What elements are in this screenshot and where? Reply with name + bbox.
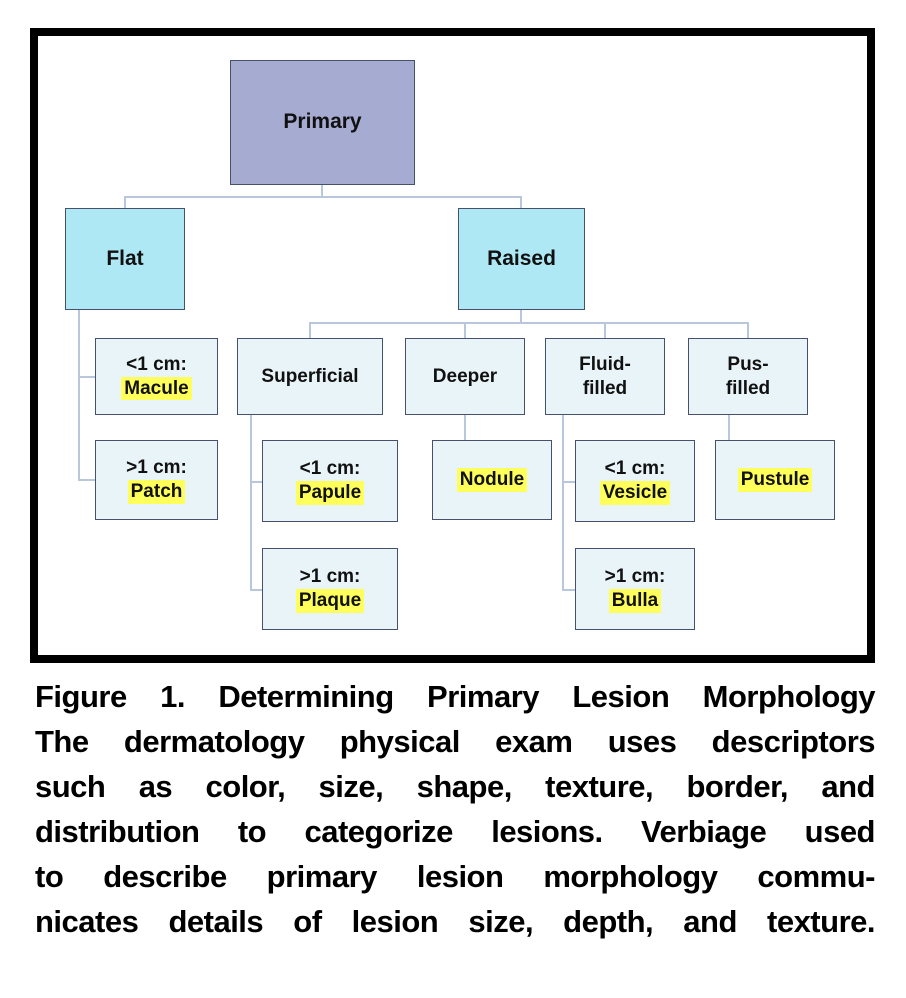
connector-pus-pustule bbox=[728, 415, 730, 440]
caption-line-1: Figure 1. Determining Primary Lesion Mor… bbox=[35, 679, 876, 714]
node-papule: <1 cm: Papule bbox=[262, 440, 398, 522]
caption-line-3: such as color, size, shape, texture, bor… bbox=[35, 769, 876, 804]
connector-level1-rail bbox=[125, 196, 522, 198]
node-flat: Flat bbox=[65, 208, 185, 310]
connector-papule-stub bbox=[250, 481, 264, 483]
caption-line-4: distribution to categorize lesions. Verb… bbox=[35, 814, 876, 849]
connector-fluid-drop bbox=[604, 322, 606, 338]
node-pustule-term: Pustule bbox=[737, 468, 813, 492]
diagram-frame: Primary Flat Raised <1 cm: Macule Superf… bbox=[30, 28, 875, 663]
node-papule-term: Papule bbox=[295, 481, 365, 505]
node-raised: Raised bbox=[458, 208, 585, 310]
node-nodule: Nodule bbox=[432, 440, 552, 520]
node-flat-label: Flat bbox=[106, 246, 144, 270]
connector-superficial-drop bbox=[309, 322, 311, 338]
connector-vesicle-stub bbox=[562, 481, 577, 483]
node-primary-label: Primary bbox=[283, 110, 362, 134]
node-deeper: Deeper bbox=[405, 338, 525, 415]
connector-raised-drop bbox=[520, 196, 522, 208]
connector-deeper-drop bbox=[464, 322, 466, 338]
node-pustule: Pustule bbox=[715, 440, 835, 520]
node-plaque-term: Plaque bbox=[295, 589, 365, 613]
connector-patch-stub bbox=[78, 479, 97, 481]
node-macule: <1 cm: Macule bbox=[95, 338, 218, 415]
connector-plaque-stub bbox=[250, 589, 264, 591]
node-pus-line2: filled bbox=[725, 377, 771, 399]
node-fluid-line2: filled bbox=[582, 377, 628, 399]
node-raised-label: Raised bbox=[487, 246, 556, 270]
caption-line-5: to describe primary lesion morphology co… bbox=[35, 859, 876, 894]
node-papule-size: <1 cm: bbox=[299, 458, 361, 480]
connector-bulla-stub bbox=[562, 589, 577, 591]
node-plaque-size: >1 cm: bbox=[299, 566, 361, 588]
node-patch-term: Patch bbox=[127, 480, 186, 504]
connector-pus-drop bbox=[747, 322, 749, 338]
node-vesicle-size: <1 cm: bbox=[604, 458, 666, 480]
node-primary: Primary bbox=[230, 60, 415, 185]
connector-macule-stub bbox=[78, 376, 97, 378]
node-pus-filled: Pus- filled bbox=[688, 338, 808, 415]
connector-level2-rail bbox=[309, 322, 749, 324]
node-bulla: >1 cm: Bulla bbox=[575, 548, 695, 630]
connector-flat-rail bbox=[78, 310, 80, 481]
lesion-morphology-tree: Primary Flat Raised <1 cm: Macule Superf… bbox=[38, 36, 867, 655]
connector-deeper-nodule bbox=[464, 415, 466, 440]
node-vesicle-term: Vesicle bbox=[599, 481, 671, 505]
caption-line-2: The dermatology physical exam uses descr… bbox=[35, 724, 876, 759]
node-macule-size: <1 cm: bbox=[126, 353, 187, 375]
node-superficial-label: Superficial bbox=[261, 365, 359, 387]
node-fluid-line1: Fluid- bbox=[579, 353, 631, 375]
node-patch-size: >1 cm: bbox=[126, 457, 187, 479]
node-superficial: Superficial bbox=[237, 338, 383, 415]
connector-flat-drop bbox=[124, 196, 126, 208]
node-bulla-term: Bulla bbox=[608, 589, 662, 613]
node-bulla-size: >1 cm: bbox=[604, 566, 666, 588]
node-deeper-label: Deeper bbox=[432, 365, 498, 387]
node-macule-term: Macule bbox=[121, 376, 192, 401]
connector-fluid-rail bbox=[562, 415, 564, 590]
connector-raised-stem bbox=[520, 310, 522, 323]
node-nodule-term: Nodule bbox=[456, 468, 528, 492]
figure-caption: Figure 1. Determining Primary Lesion Mor… bbox=[35, 674, 876, 944]
node-fluid-filled: Fluid- filled bbox=[545, 338, 665, 415]
node-plaque: >1 cm: Plaque bbox=[262, 548, 398, 630]
node-vesicle: <1 cm: Vesicle bbox=[575, 440, 695, 522]
caption-line-6: nicates details of lesion size, depth, a… bbox=[35, 904, 876, 939]
connector-primary-stem bbox=[321, 185, 323, 197]
node-patch: >1 cm: Patch bbox=[95, 440, 218, 520]
connector-superficial-rail bbox=[250, 415, 252, 590]
node-pus-line1: Pus- bbox=[727, 353, 769, 375]
